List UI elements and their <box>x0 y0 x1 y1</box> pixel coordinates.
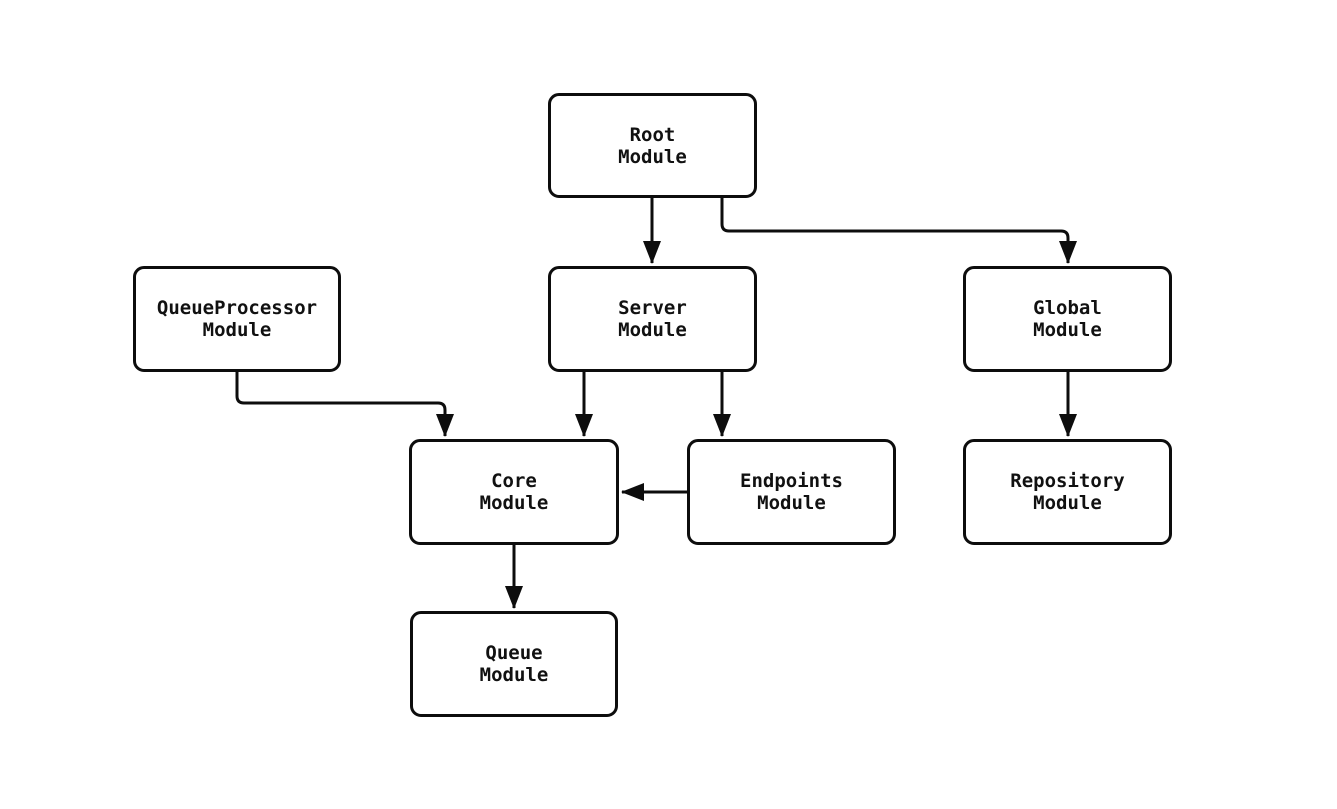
node-queueprocessor-module: QueueProcessor Module <box>133 266 341 372</box>
node-server-module: Server Module <box>548 266 757 372</box>
node-global-module: Global Module <box>963 266 1172 372</box>
node-queue-module: Queue Module <box>410 611 618 717</box>
node-endpoints-module: Endpoints Module <box>687 439 896 545</box>
node-repository-module: Repository Module <box>963 439 1172 545</box>
edge-root-to-global <box>720 198 1077 264</box>
node-core-module: Core Module <box>409 439 619 545</box>
edge-queueprocessor-to-core <box>235 372 454 437</box>
node-root-module: Root Module <box>548 93 757 198</box>
